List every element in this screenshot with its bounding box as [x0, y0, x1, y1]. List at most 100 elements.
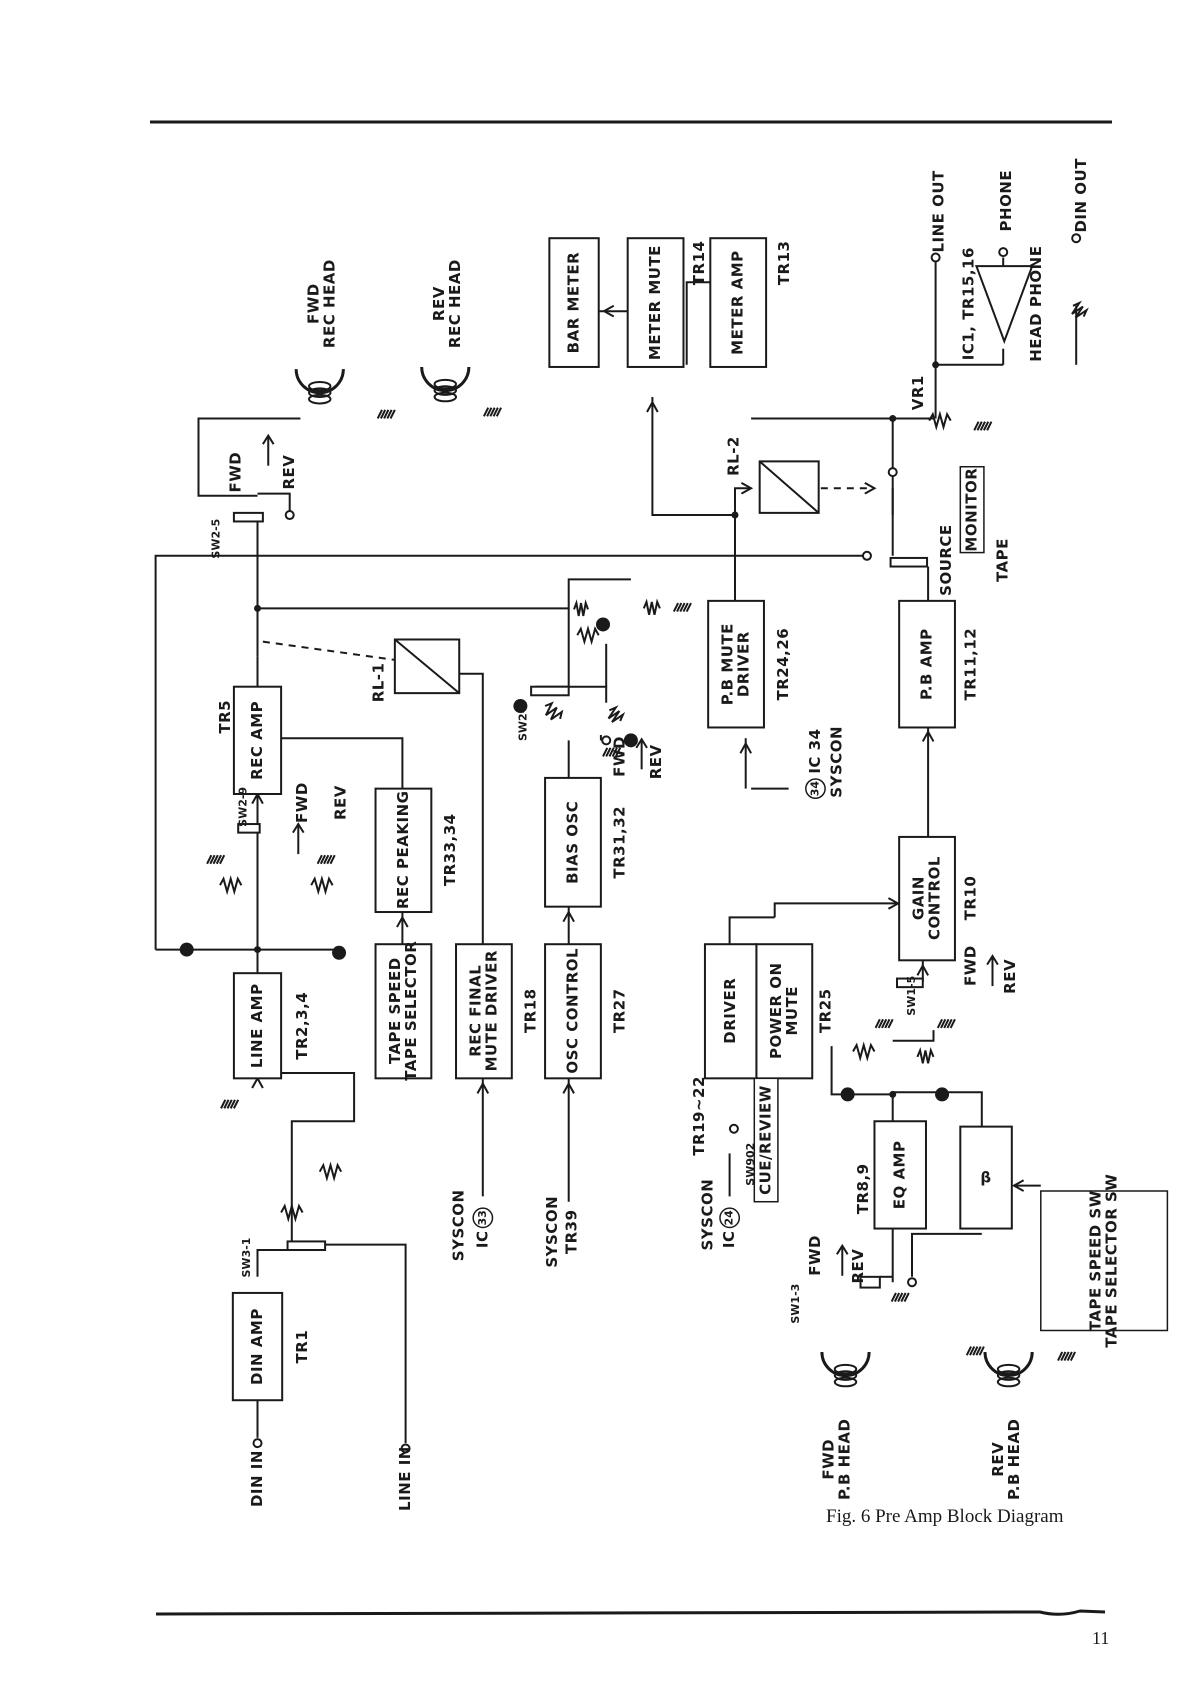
- ground-hatch: [1057, 1351, 1064, 1361]
- block-label-rec-peaking-line: REC PEAKING: [394, 791, 412, 909]
- trimmer: [607, 705, 626, 723]
- ground-hatch: [608, 747, 615, 757]
- ground-symbol: [672, 602, 692, 613]
- block-gain-control: [898, 835, 956, 962]
- rev-pb-head-symbol: [983, 1351, 1034, 1388]
- block-label-power-on-mute-line: POWER ON: [767, 962, 785, 1059]
- trimmer: [544, 701, 564, 721]
- block-label-beta-line: β: [980, 1169, 991, 1187]
- block-rec-final: [455, 943, 513, 1080]
- label-syscon-25-line: SYSCON: [450, 1189, 468, 1261]
- relay-diagonal: [394, 638, 460, 694]
- head-coil: [833, 1376, 858, 1388]
- sw2-5-contact: [232, 511, 264, 523]
- label-fwd-9-line: FWD: [293, 782, 311, 823]
- wire: [892, 1030, 935, 1042]
- ground-hatch: [897, 1292, 904, 1302]
- terminal: [930, 252, 941, 263]
- ground-hatch: [611, 747, 618, 757]
- label-line_out-34-line: LINE OUT: [929, 170, 947, 253]
- label-fwd-17: FWD: [806, 1235, 824, 1276]
- ic-prefix-33-line: IC: [473, 1230, 491, 1248]
- label-rl2-20-line: RL-2: [724, 436, 742, 476]
- label-phone-35-line: PHONE: [997, 170, 1015, 232]
- block-label-rec-peaking: REC PEAKING: [394, 791, 412, 909]
- block-sub-driver-line: TR19~22: [690, 1076, 708, 1156]
- signal-arrow: [602, 304, 615, 318]
- ground-hatch: [979, 421, 986, 431]
- block-tape-speed: [374, 943, 433, 1080]
- ground-hatch: [973, 421, 980, 431]
- label-fwd-13-line: FWD: [611, 736, 629, 777]
- sw1-3-contact: [859, 1275, 881, 1289]
- block-label-bias-osc-line: BIAS OSC: [563, 801, 581, 884]
- relay-diagonal: [759, 460, 820, 514]
- block-sub-din-amp: TR1: [293, 1330, 311, 1364]
- ground-hatch: [229, 1099, 236, 1109]
- block-sub-pb-mute-driver: TR24,26: [774, 628, 792, 701]
- block-label-din-amp: DIN AMP: [248, 1308, 266, 1385]
- block-label-power-on-mute-line: MUTE: [783, 986, 801, 1036]
- label-sw3_1-2: SW3-1: [240, 1238, 253, 1278]
- ic-number-33: 33: [476, 1210, 489, 1225]
- block-label-line-amp-line: LINE AMP: [248, 983, 266, 1068]
- wire: [651, 397, 735, 516]
- label-sw2_9-3: SW2-9: [237, 787, 250, 827]
- label-head_phone-36: HEAD PHONE: [1027, 246, 1045, 362]
- wire: [773, 902, 899, 918]
- signal-arrow: [739, 741, 752, 754]
- label-fwd_pb_head-23-line: FWD: [819, 1439, 837, 1480]
- relay-rl2: [758, 460, 820, 514]
- label-head_phone-36-line: HEAD PHONE: [1027, 246, 1045, 362]
- block-label-pb-mute-driver-line: P.B MUTE: [719, 623, 737, 705]
- label-din_out-38-line: DIN OUT: [1072, 158, 1090, 233]
- label-source-31: SOURCE: [937, 524, 955, 596]
- head-coil: [833, 1370, 858, 1381]
- ic-prefix-24-line: IC: [720, 1230, 738, 1248]
- block-sub-gain-control: TR10: [962, 876, 980, 921]
- ground-hatch: [884, 1018, 891, 1029]
- block-sub-meter-amp-line: TR13: [775, 241, 793, 286]
- ground-symbol: [602, 747, 622, 757]
- label-sw1_5-6-line: SW1-5: [905, 976, 918, 1016]
- ground-hatch: [614, 747, 622, 757]
- resistor: [280, 1202, 304, 1223]
- resistor: [642, 598, 661, 616]
- label-ic1_tr15-37-line: IC1, TR15,16: [959, 247, 977, 360]
- label-rev_pb_head-24-line: REV: [989, 1442, 1007, 1477]
- label-fwd_rec_head-21-line: REC HEAD: [320, 259, 338, 348]
- ic-prefix-24: IC: [720, 1230, 738, 1248]
- ground-hatch: [949, 1018, 956, 1029]
- wire: [830, 1046, 893, 1096]
- block-label-beta: β: [980, 1169, 991, 1187]
- label-tape-32-line: TAPE: [994, 538, 1012, 582]
- resistor: [573, 599, 589, 617]
- label-syscon-28: SYSCON: [699, 1179, 717, 1251]
- terminal: [861, 550, 872, 561]
- sw2-9-contact: [237, 823, 261, 834]
- trim-knob: [332, 945, 347, 960]
- signal-arrow: [476, 1081, 490, 1094]
- label-sw2_1-5: SW2-1: [517, 701, 530, 741]
- wire: [321, 1243, 407, 1444]
- label-rev_pb_head-24-line: P.B HEAD: [1005, 1419, 1023, 1500]
- volume-pot: [318, 1161, 343, 1182]
- label-syscon-29-line: SYSCON: [827, 726, 845, 798]
- ground-hatch: [1063, 1351, 1070, 1361]
- ground-hatch: [212, 854, 219, 865]
- ground-hatch: [986, 421, 993, 431]
- junction-dot: [731, 511, 739, 519]
- label-sw1_5-6: SW1-5: [905, 976, 918, 1016]
- block-sub-line-amp: TR2,3,4: [293, 992, 311, 1060]
- label-source-31-line: SOURCE: [937, 524, 955, 596]
- block-sub-eq-amp-line: TR8,9: [854, 1163, 872, 1214]
- block-sub-osc-control-line: TR27: [611, 988, 629, 1033]
- ground-symbol: [206, 854, 226, 865]
- figure-caption: Fig. 6 Pre Amp Block Diagram: [826, 1506, 1064, 1527]
- cue-review-box: [753, 1077, 779, 1203]
- wire: [257, 492, 291, 515]
- fwd-rec-head-symbol: [294, 369, 345, 405]
